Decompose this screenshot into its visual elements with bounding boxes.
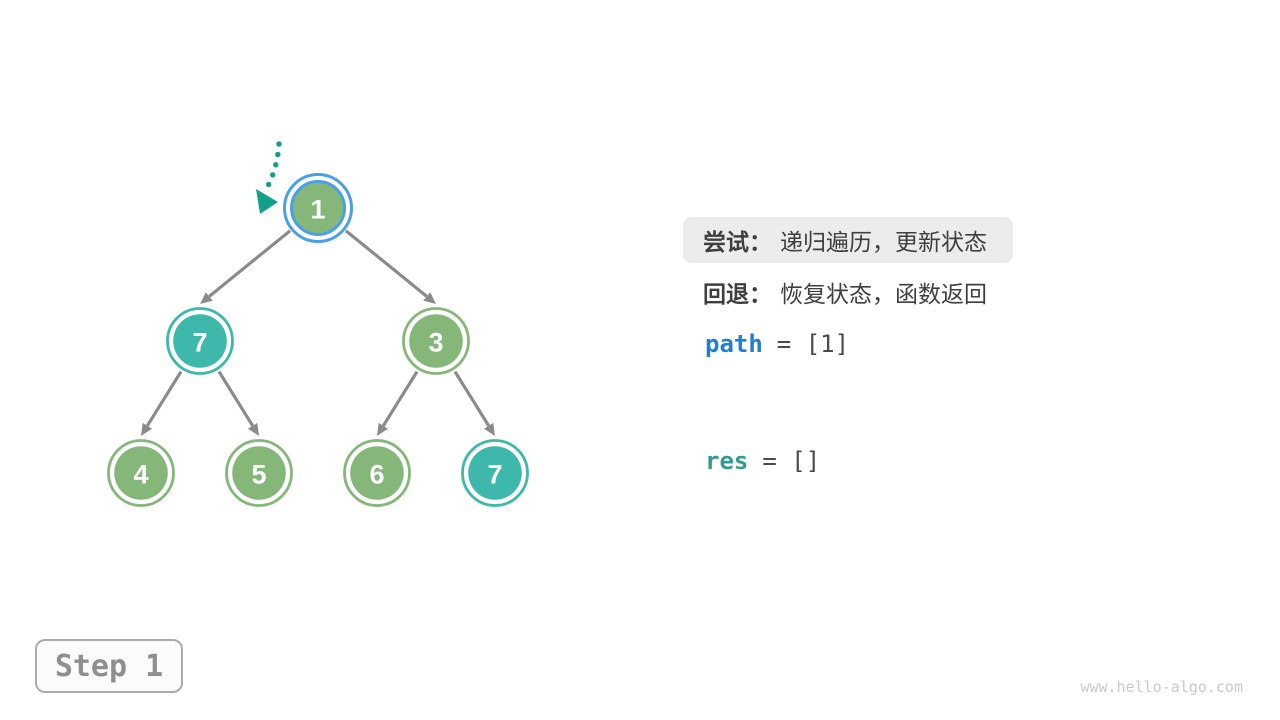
tree-node [114, 446, 168, 500]
tree-node [468, 446, 522, 500]
annotation-try: 尝试： 递归遍历，更新状态 [683, 217, 1013, 263]
tree-edge [145, 370, 183, 427]
tree-edge [217, 370, 255, 427]
tree-edge-arrowhead-icon [377, 422, 388, 436]
tree-node [173, 314, 227, 368]
tree-edge [208, 229, 292, 298]
variable-res-value: = [] [762, 447, 821, 475]
variable-res-name: res [705, 447, 749, 475]
tree-node-label: 1 [310, 195, 325, 225]
pointer-arrowhead-icon [256, 189, 278, 214]
tree-edge-arrowhead-icon [248, 422, 259, 436]
tree-edge-arrowhead-icon [484, 422, 495, 436]
variable-path: path = [1] [705, 330, 849, 358]
tree-node-label: 3 [428, 328, 443, 358]
tree-node-label: 7 [192, 328, 207, 358]
annotation-backtrack: 回退： 恢复状态，函数返回 [703, 271, 987, 313]
tree-node-label: 7 [487, 460, 502, 490]
annotation-backtrack-text: 恢复状态，函数返回 [780, 282, 987, 308]
tree-edge [344, 229, 428, 298]
tree-node [232, 446, 286, 500]
tree-node [350, 446, 404, 500]
pointer-dotted-arrow [261, 141, 282, 196]
variable-path-value: = [1] [776, 330, 850, 358]
tree-node-label: 6 [369, 460, 384, 490]
tree-edge-arrowhead-icon [423, 292, 436, 304]
tree-node-label: 4 [133, 460, 148, 490]
tree-edge-arrowhead-icon [141, 422, 152, 436]
annotation-try-text: 递归遍历，更新状态 [780, 230, 987, 256]
variable-res: res = [] [705, 447, 820, 475]
tree-edge [453, 370, 491, 427]
tree-edge-arrowhead-icon [200, 292, 213, 304]
tree-node [409, 314, 463, 368]
variable-path-name: path [705, 330, 763, 358]
annotation-try-label: 尝试： [703, 230, 772, 256]
annotation-backtrack-label: 回退： [703, 282, 772, 308]
watermark: www.hello-algo.com [1080, 678, 1243, 696]
step-badge: Step 1 [35, 639, 183, 693]
tree-node-label: 5 [251, 460, 266, 490]
tree-node [290, 180, 346, 236]
tree-edge [381, 370, 419, 427]
